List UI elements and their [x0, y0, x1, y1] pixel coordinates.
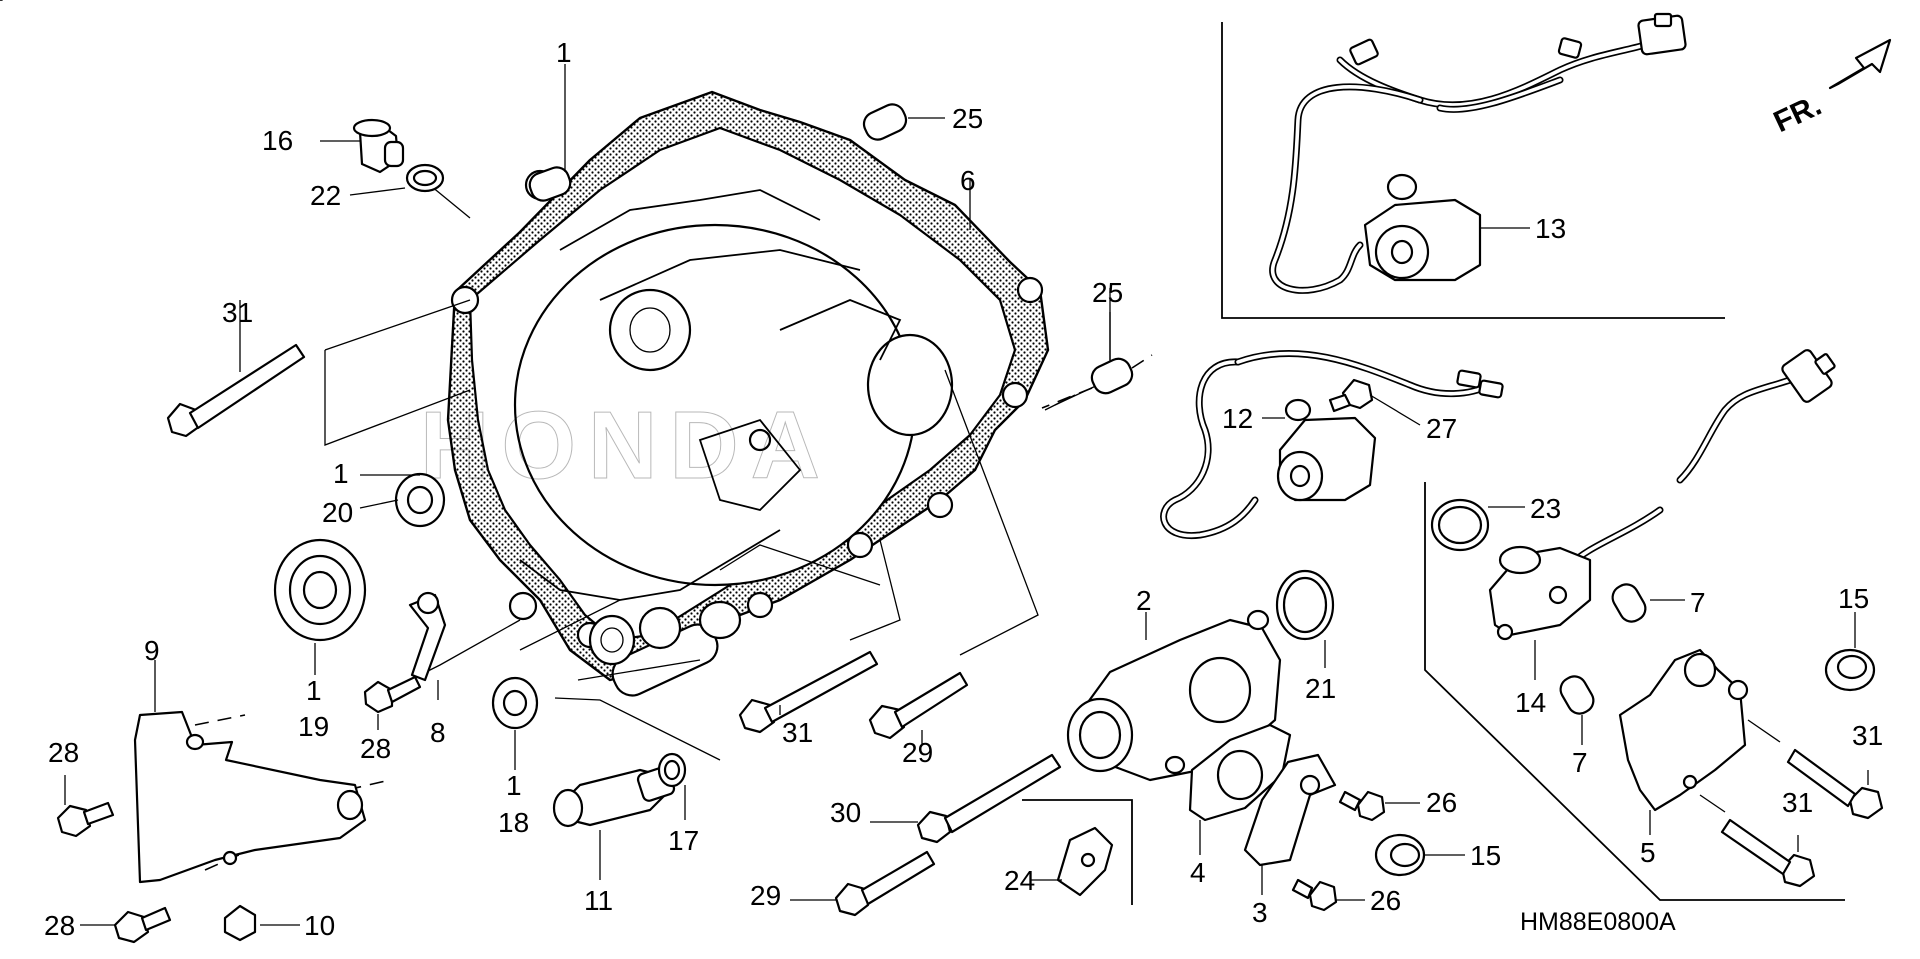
- part-4-gasket: [1188, 723, 1292, 855]
- callout-25-upper: 25: [952, 103, 983, 134]
- part-7-dowel-upper: [1611, 583, 1685, 623]
- part-25-dowel-upper: [862, 103, 945, 141]
- callout-29-lower: 29: [750, 880, 781, 911]
- part-21-o-ring: [1275, 569, 1335, 668]
- callout-labels: 1 16 22 25 6 31 25 1 20 1 19 9 28 8 28 2…: [44, 37, 1883, 941]
- callout-31-right-upper: 31: [1852, 720, 1883, 751]
- part-12-harness-switch: [1160, 349, 1504, 540]
- callout-8: 8: [430, 717, 446, 748]
- part-31-bolt-right-upper: [1747, 719, 1884, 820]
- part-26-bolt-lower: [1291, 878, 1365, 912]
- part-28-bolt-left-top: [56, 775, 115, 838]
- callout-28-left-top: 28: [48, 737, 79, 768]
- callout-17: 17: [668, 825, 699, 856]
- part-5-cover: [1618, 648, 1749, 835]
- callout-29-upper: 29: [902, 737, 933, 768]
- callout-24: 24: [1004, 865, 1035, 896]
- callout-26-upper: 26: [1426, 787, 1457, 818]
- front-label: FR.: [1769, 89, 1827, 139]
- callout-11: 11: [584, 885, 613, 916]
- part-19-bearing: [273, 538, 367, 675]
- part-20-seal: [359, 472, 446, 528]
- part-9-bracket: [133, 660, 367, 884]
- callout-31-mid: 31: [782, 717, 813, 748]
- callout-21: 21: [1305, 673, 1336, 704]
- part-23-o-ring: [1430, 498, 1525, 552]
- callout-25-lower: 25: [1092, 277, 1123, 308]
- callout-18: 18: [498, 807, 529, 838]
- callout-14: 14: [1515, 687, 1546, 718]
- callout-28-left-bot: 28: [44, 910, 75, 941]
- part-15-cap-lower: [1374, 833, 1465, 877]
- callout-1-top: 1: [556, 37, 572, 68]
- diagram-code: HM88E0800A: [1520, 908, 1676, 936]
- callout-26-lower: 26: [1370, 885, 1401, 916]
- callout-13: 13: [1535, 213, 1566, 244]
- part-24-clamp: [1030, 826, 1114, 897]
- callout-28-mid: 28: [360, 733, 391, 764]
- callout-7-lower: 7: [1572, 747, 1588, 778]
- callout-15-upper: 15: [1838, 583, 1869, 614]
- callout-16: 16: [262, 125, 293, 156]
- callout-5: 5: [1640, 837, 1656, 868]
- callout-4: 4: [1190, 857, 1206, 888]
- callout-3: 3: [1252, 897, 1268, 928]
- callout-23: 23: [1530, 493, 1561, 524]
- part-17-washer: [657, 752, 687, 820]
- part-25-dowel-lower: [1041, 312, 1153, 409]
- callout-27: 27: [1426, 413, 1457, 444]
- callout-10: 10: [304, 910, 335, 941]
- part-16-plug: [320, 118, 405, 174]
- part-29-bolt-lower: [790, 850, 936, 917]
- part-30-bolt: [870, 753, 1062, 844]
- callout-12: 12: [1222, 403, 1253, 434]
- callout-22: 22: [310, 180, 341, 211]
- front-arrow-icon: [1828, 38, 1892, 90]
- callout-30: 30: [830, 797, 861, 828]
- callout-19: 19: [298, 711, 329, 742]
- part-28-bolt-mid: [363, 675, 422, 730]
- front-direction-indicator: FR.: [1769, 38, 1892, 139]
- part-8-clamp: [408, 591, 447, 700]
- part-11-sensor: [552, 766, 676, 880]
- part-31-bolt-left: [166, 300, 306, 438]
- callout-6: 6: [960, 165, 976, 196]
- part-18-seal: [491, 676, 539, 770]
- part-31-bolt-mid: [738, 650, 879, 734]
- callout-7-upper: 7: [1690, 587, 1706, 618]
- part-15-cap-upper: [1824, 612, 1876, 692]
- callout-31-left: 31: [222, 297, 253, 328]
- callout-9: 9: [144, 635, 160, 666]
- part-7-dowel-lower: [1559, 675, 1595, 745]
- part-13-harness-switch: [1269, 12, 1687, 294]
- callout-1-a: 1: [333, 458, 349, 489]
- honda-watermark: HONDA: [420, 392, 832, 499]
- callout-1-c: 1: [506, 770, 522, 801]
- part-3-bracket: [1243, 753, 1337, 895]
- part-28-bolt-left-bot: [80, 906, 172, 944]
- callout-1-b: 1: [306, 675, 322, 706]
- callout-15-lower: 15: [1470, 840, 1501, 871]
- crankcase-cover: HONDA: [420, 90, 1050, 697]
- part-10-nut: [223, 904, 300, 942]
- section-frames: [1022, 22, 1845, 905]
- part-26-bolt-upper: [1338, 790, 1420, 822]
- part-22-o-ring: [349, 163, 445, 196]
- callout-2: 2: [1136, 585, 1152, 616]
- part-14-sensor-assy: [1488, 349, 1836, 680]
- part-31-bolt-right-lower: [1699, 794, 1816, 888]
- callout-20: 20: [322, 497, 353, 528]
- part-29-bolt-upper: [868, 671, 969, 745]
- callout-31-right-lower: 31: [1782, 787, 1813, 818]
